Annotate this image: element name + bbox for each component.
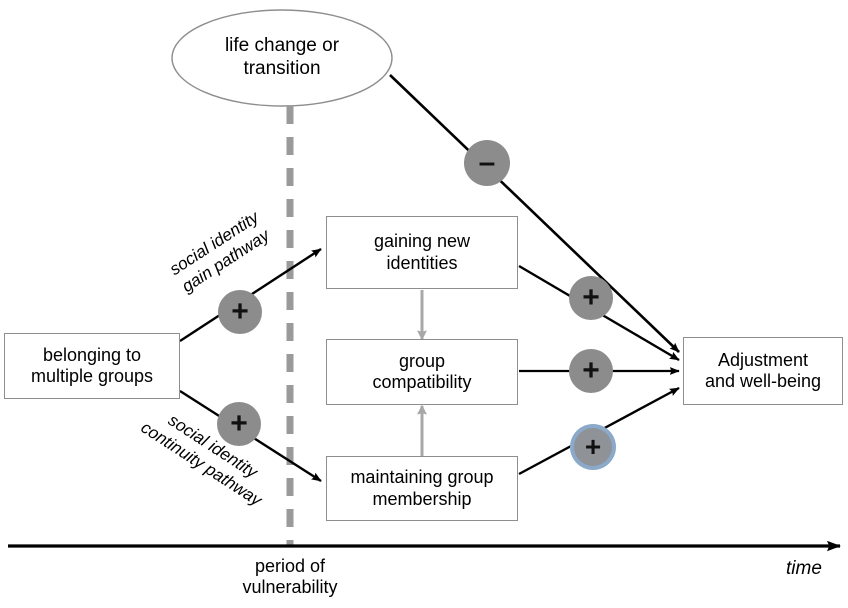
vulnerability-line1: period of xyxy=(254,556,326,576)
node-group-compatibility[interactable] xyxy=(326,339,518,405)
node-adjustment-and-wellbeing[interactable] xyxy=(683,337,843,405)
sign-plus-continuity-pathway-circle xyxy=(217,402,261,446)
node-gaining-new-identities[interactable] xyxy=(326,216,518,289)
label-period-of-vulnerability: period of vulnerability xyxy=(190,556,390,598)
node-belonging-to-multiple-groups[interactable] xyxy=(4,333,180,399)
sign-plus-compatibility-circle xyxy=(569,349,613,393)
edge-lifechange-to-adjustment xyxy=(389,74,680,353)
sign-plus-gaining-circle xyxy=(569,276,613,320)
label-time-axis: time xyxy=(786,558,822,579)
life-change-line1: life change or xyxy=(224,35,340,57)
sign-plus-gain-pathway-circle xyxy=(218,290,262,334)
sign-minus-life-change-circle xyxy=(464,140,510,186)
vulnerability-line2: vulnerability xyxy=(242,577,338,598)
life-change-label: life change or transition xyxy=(172,28,392,88)
sign-plus-maintaining-circle xyxy=(574,428,612,466)
node-maintaining-group-membership[interactable] xyxy=(326,456,518,521)
life-change-ellipse xyxy=(171,9,393,107)
life-change-line2: transition xyxy=(243,58,321,79)
